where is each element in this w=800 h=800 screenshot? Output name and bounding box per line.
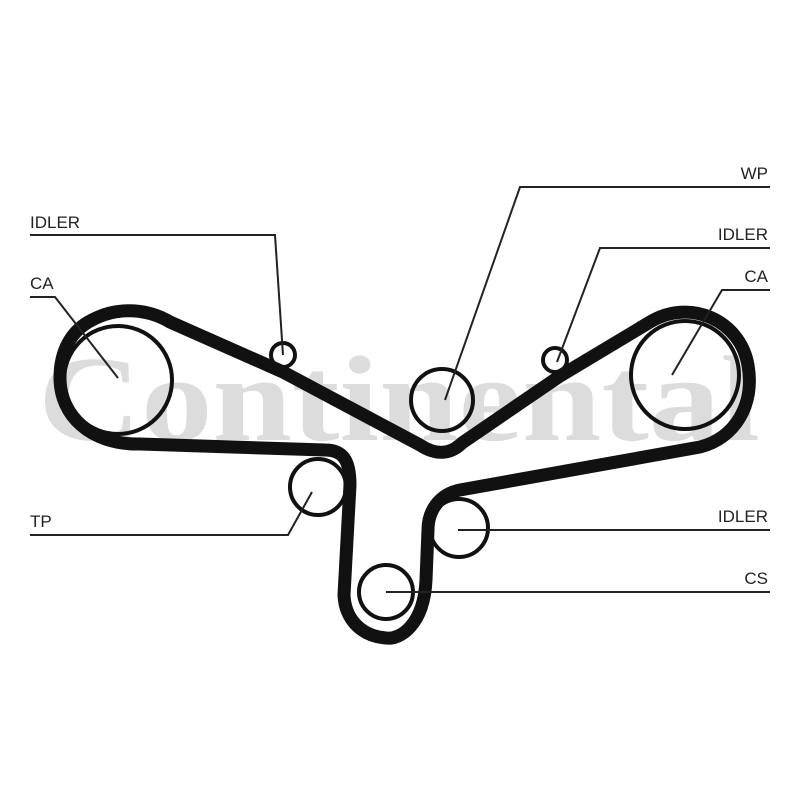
- leader-ca-right: [671, 289, 770, 376]
- label-wp: WP: [741, 164, 768, 183]
- leader-wp: [444, 186, 770, 401]
- label-cs: CS: [744, 569, 768, 588]
- leader-idler-top-right: [556, 247, 770, 363]
- tensioner-pulley: [288, 457, 348, 517]
- idler-pulley-top-right: [541, 346, 569, 374]
- camshaft-pulley-left: [62, 324, 174, 436]
- leader-ca-left: [30, 296, 119, 379]
- leader-idler-top-left: [30, 234, 284, 356]
- label-idler-top-right: IDLER: [718, 225, 768, 244]
- label-tp: TP: [30, 512, 52, 531]
- leader-tp: [30, 491, 313, 536]
- label-idler-lower-right: IDLER: [718, 507, 768, 526]
- camshaft-pulley-right: [629, 319, 741, 431]
- water-pump-pulley: [409, 367, 475, 433]
- idler-pulley-lower-right: [428, 497, 490, 559]
- label-ca-left: CA: [30, 274, 54, 293]
- label-ca-right: CA: [744, 267, 768, 286]
- label-idler-top-left: IDLER: [30, 213, 80, 232]
